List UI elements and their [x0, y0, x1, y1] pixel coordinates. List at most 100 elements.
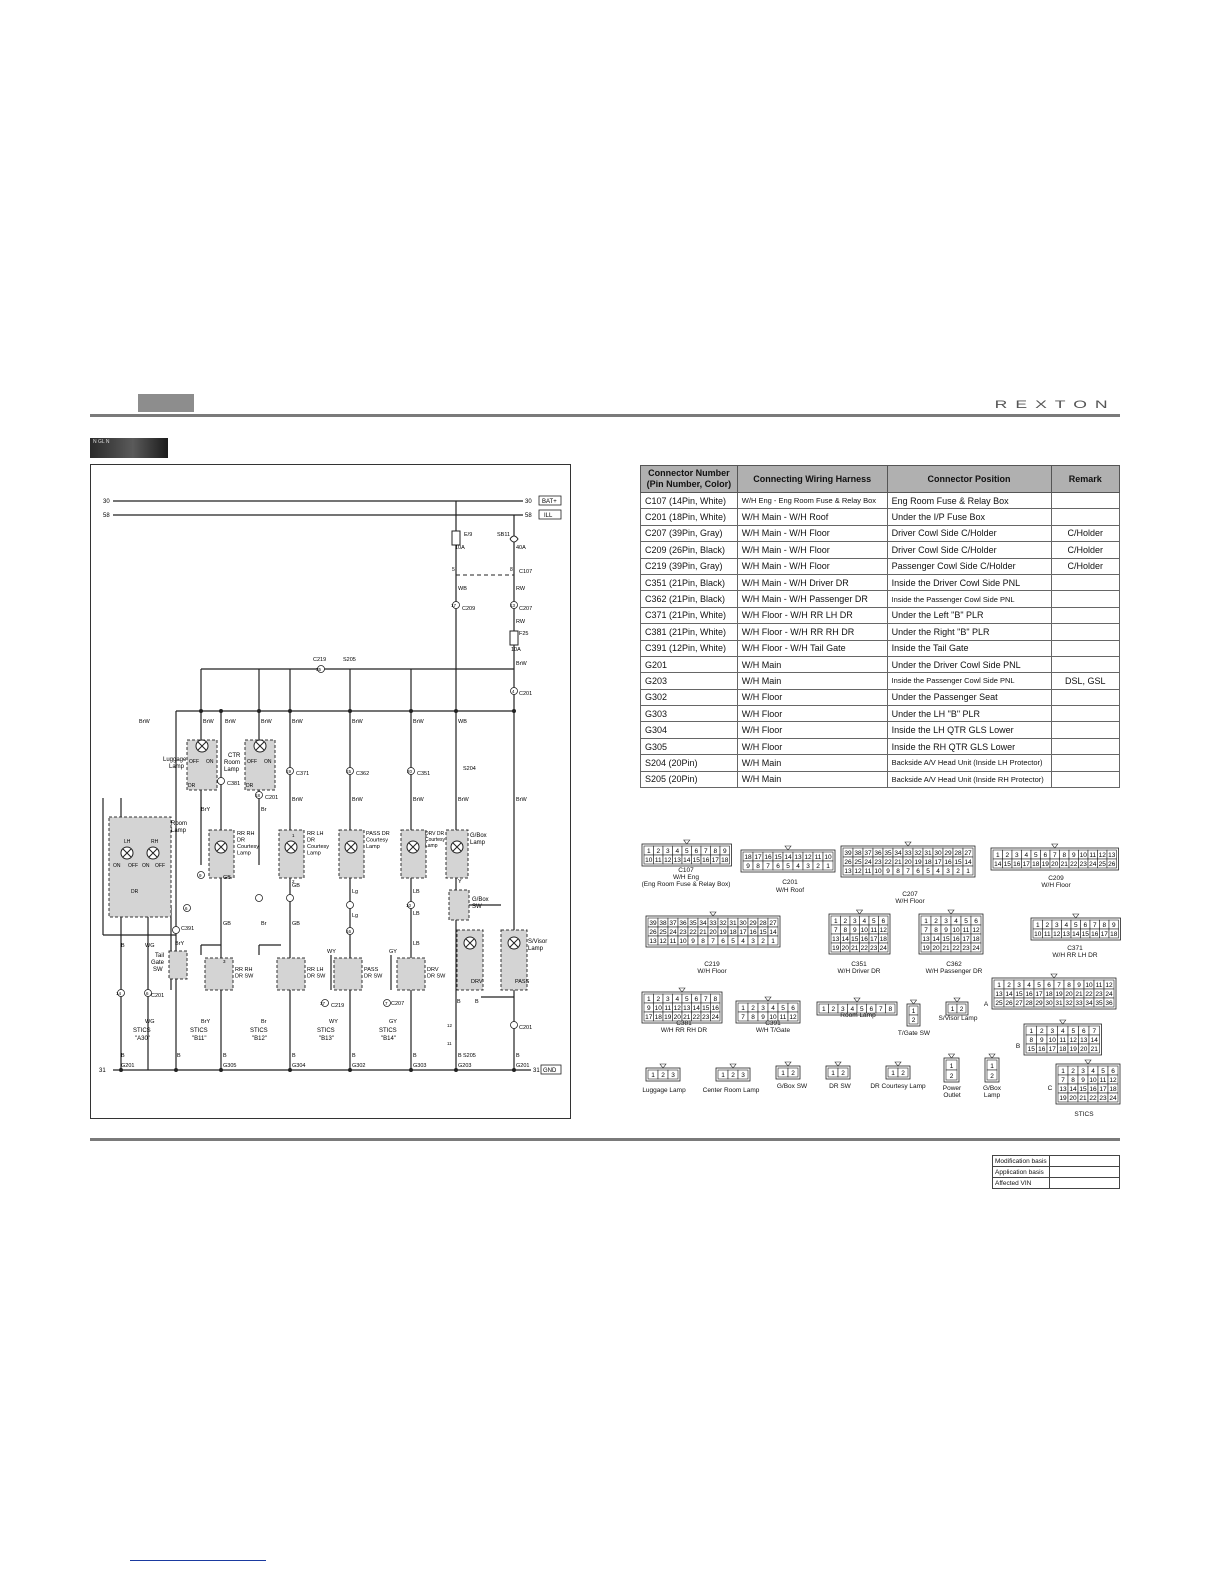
wire-gy: GY: [389, 949, 397, 955]
svg-text:2: 2: [1071, 1068, 1075, 1075]
svg-text:14: 14: [1005, 991, 1013, 998]
svg-text:9: 9: [1112, 922, 1116, 929]
svg-text:32: 32: [1065, 1000, 1073, 1007]
table-row: C381 (21Pin, White)W/H Floor - W/H RR RH…: [640, 623, 1120, 641]
svg-text:5: 5: [731, 938, 735, 945]
svg-text:5: 5: [964, 918, 968, 925]
stics-b14: STICS "B14": [379, 1028, 397, 1042]
svg-text:8: 8: [1071, 1077, 1075, 1084]
cell-harness: W/H Floor - W/H RR RH DR: [736, 623, 888, 641]
label-rh: RH: [151, 839, 159, 845]
wire-b3: B: [475, 999, 479, 1005]
svg-text:22: 22: [952, 945, 960, 952]
wire-b1: B: [121, 943, 125, 949]
cell-harness: W/H Main: [736, 672, 888, 690]
svg-text:21: 21: [699, 929, 707, 936]
svg-text:17: 17: [962, 936, 970, 943]
conn-c201b: C201: [265, 795, 278, 801]
cell-harness: W/H Main - W/H Floor: [736, 541, 888, 559]
bottom-link-line: [130, 1560, 266, 1561]
svg-text:10: 10: [952, 927, 960, 934]
rail-30-left: 30: [103, 499, 110, 505]
svg-text:14: 14: [1072, 931, 1080, 938]
pin-5: 5: [452, 567, 455, 573]
cv-power-outlet-2: Outlet: [943, 1092, 961, 1099]
svg-text:3: 3: [761, 1005, 765, 1012]
label-rrlh-lamp: RR LH DR Courtesy Lamp: [307, 831, 331, 857]
table-row: C351 (21Pin, Black)W/H Main - W/H Driver…: [640, 573, 1120, 592]
svg-text:24: 24: [972, 945, 980, 952]
svg-text:14: 14: [683, 857, 691, 864]
svg-text:4: 4: [1091, 1068, 1095, 1075]
svg-text:12: 12: [854, 868, 862, 875]
svg-text:16: 16: [1013, 861, 1021, 868]
wire-brw-9: BrW: [292, 797, 304, 803]
svg-text:6: 6: [776, 863, 780, 870]
svg-text:6: 6: [694, 848, 698, 855]
svg-text:6: 6: [974, 918, 978, 925]
cell-position: Inside the LH QTR GLS Lower: [886, 721, 1052, 739]
col-header-connector: Connector Number (Pin Number, Color): [640, 465, 738, 493]
svg-text:12: 12: [1070, 1037, 1078, 1044]
svg-text:13: 13: [832, 936, 840, 943]
table-row: C107 (14Pin, White)W/H Eng - Eng Room Fu…: [640, 491, 1120, 510]
svg-text:3: 3: [1017, 982, 1021, 989]
conn-c207b: C207: [391, 1001, 404, 1007]
cv-grid-tgate: 12: [906, 999, 921, 1027]
svg-text:7: 7: [766, 863, 770, 870]
svg-text:27: 27: [769, 920, 777, 927]
label-on-3: ON: [113, 863, 121, 869]
svg-text:24: 24: [712, 1014, 720, 1021]
label-pass-lamp: PASS DR Courtesy Lamp: [366, 831, 391, 850]
cell-connector: C371 (21Pin, White): [640, 606, 738, 625]
svg-text:7: 7: [1053, 852, 1057, 859]
svg-text:10: 10: [679, 938, 687, 945]
svg-text:21: 21: [1061, 861, 1069, 868]
svg-text:11: 11: [1089, 852, 1096, 859]
svg-text:10: 10: [1034, 931, 1042, 938]
svg-text:34: 34: [699, 920, 707, 927]
svg-text:18: 18: [655, 1014, 663, 1021]
rail-31-right: 31: [533, 1068, 540, 1074]
svg-text:34: 34: [1085, 1000, 1093, 1007]
wire-b-g7: B: [458, 1053, 462, 1059]
svg-text:24: 24: [669, 929, 677, 936]
svg-text:11: 11: [865, 868, 872, 875]
svg-text:7: 7: [741, 1014, 745, 1021]
conn-s204: S204: [463, 766, 476, 772]
svg-text:24: 24: [880, 945, 888, 952]
conn-c219: C219: [313, 657, 326, 663]
svg-text:19: 19: [1055, 991, 1063, 998]
col-header-remark: Remark: [1050, 465, 1120, 493]
svg-text:20: 20: [1069, 1095, 1077, 1102]
cell-harness: W/H Floor: [736, 705, 888, 723]
label-rrlh-sw: RR LH DR SW: [307, 967, 326, 980]
cv-stics: STICS: [1074, 1111, 1094, 1118]
svg-text:1: 1: [721, 1072, 725, 1079]
svg-text:11: 11: [1059, 1037, 1066, 1044]
svg-text:7: 7: [711, 938, 715, 945]
cell-remark: [1050, 508, 1120, 526]
svg-text:9: 9: [1081, 1077, 1085, 1084]
svg-text:2: 2: [1045, 922, 1049, 929]
stics-b12: STICS "B12": [250, 1028, 268, 1042]
rail-58-left: 58: [103, 513, 110, 519]
svg-text:20: 20: [1080, 1046, 1088, 1053]
svg-text:10: 10: [1085, 982, 1093, 989]
label-rrrh-sw: RR RH DR SW: [235, 967, 254, 980]
svg-text:11: 11: [664, 1005, 671, 1012]
svg-text:4: 4: [675, 848, 679, 855]
svg-text:39: 39: [649, 920, 657, 927]
cv-c371-name: C371: [1067, 945, 1083, 952]
svg-text:4: 4: [796, 863, 800, 870]
svg-text:1: 1: [1036, 922, 1040, 929]
svg-text:18: 18: [729, 929, 737, 936]
cell-connector: G304: [640, 721, 738, 739]
svg-text:23: 23: [702, 1014, 710, 1021]
cell-harness: W/H Main - W/H Driver DR: [736, 573, 888, 592]
svg-text:6: 6: [791, 1005, 795, 1012]
cell-remark: [1050, 737, 1120, 756]
